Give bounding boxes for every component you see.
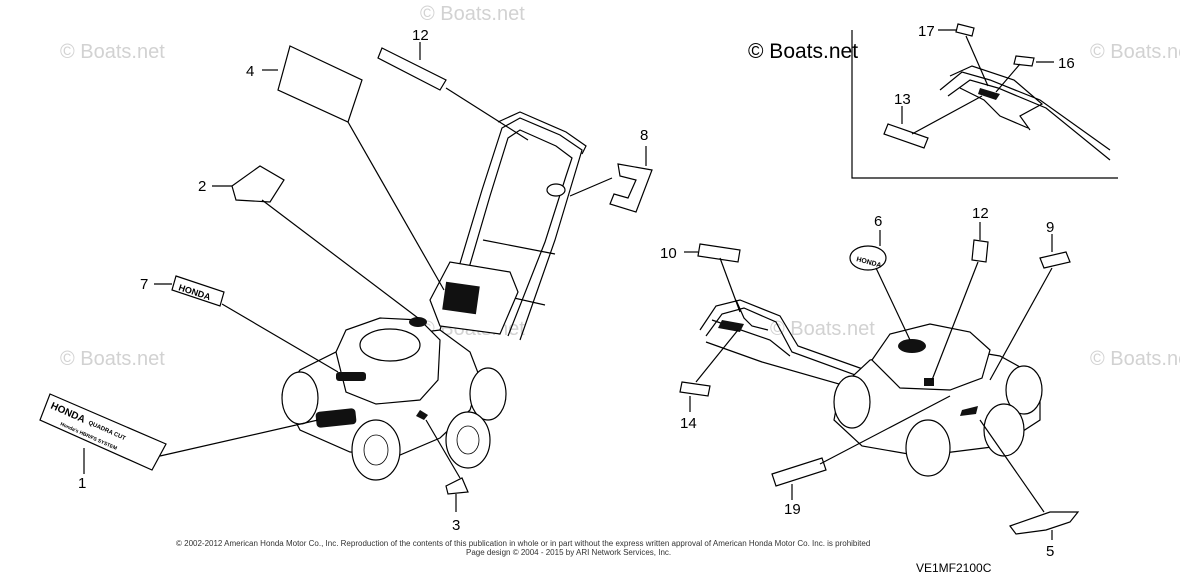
grip-label [546,183,566,197]
watermark-prominent: © Boats.net [748,40,858,63]
label-part-3 [445,477,469,495]
wheel [905,419,951,477]
callout-8: 8 [640,127,648,144]
label-part-4 [277,45,363,123]
leader-line [159,419,319,457]
leader-line [911,95,983,135]
engine-label-block [924,378,934,386]
leader-line [931,261,979,381]
callout-1: 1 [78,475,86,492]
inset-detail: 17 16 13 [851,23,1118,179]
inset-handle [939,65,1111,161]
wheel [983,403,1025,457]
watermark: © Boats.net [1090,348,1180,370]
wheel-rear-left [281,371,319,425]
watermark: © Boats.net [770,318,875,340]
copyright-line: © 2002-2012 American Honda Motor Co., In… [176,539,870,548]
label-part-1 [39,393,167,471]
leader-line [221,303,339,373]
watermark: © Boats.net [1090,41,1180,63]
leader-line [445,87,529,141]
front-label-block [315,408,357,428]
hub [456,425,480,455]
callout-14: 14 [680,415,697,432]
callout-4: 4 [246,63,254,80]
leader-line [425,419,461,479]
left-mower [281,111,587,481]
wheel [833,375,871,429]
leader-line [719,257,741,313]
callout-10: 10 [660,245,677,262]
leader-line [819,395,951,465]
label-part-7 [171,275,225,307]
callout-6: 6 [874,213,882,230]
leader-line [347,121,445,291]
label-part-11 [377,47,447,91]
label-part-6 [849,245,887,271]
inset-label-block [978,88,1000,100]
side-label-block [416,410,428,420]
callout-3: 3 [452,517,460,534]
page-design-line: Page design © 2004 - 2015 by ARI Network… [466,548,671,557]
engine-emblem [898,339,926,353]
label-part-16 [1013,55,1035,67]
leader-line [965,35,989,87]
mower-handle [439,117,583,341]
bag-label-block [442,281,480,315]
leader-line [695,329,739,383]
callout-11: 12 [412,27,429,44]
callout-13: 13 [894,91,911,108]
right-parts: HONDA 6 12 9 10 14 19 5 [660,205,1080,560]
watermark: © Boats.net [420,3,525,25]
handle-grip [497,111,587,155]
leader-line [261,199,419,319]
engine-cap [359,328,421,362]
watermark-group: © Boats.net © Boats.net © Boats.net © Bo… [60,3,1180,370]
left-parts: 4 12 2 8 HONDA 7 HONDA QUADRA CUT Honda'… [39,27,653,534]
label-part-17 [955,23,975,37]
callout-9: 9 [1046,219,1054,236]
wheel [1005,365,1043,415]
hub [363,434,389,466]
label-part-14 [679,381,711,397]
label-part-8 [609,163,653,213]
label-part-5 [1009,511,1080,535]
callout-5: 5 [1046,543,1054,560]
wheel-front-right [445,411,491,469]
callout-2: 2 [198,178,206,195]
label-part-19 [771,457,827,487]
label-part-13 [883,123,929,149]
label-part-10 [697,243,741,263]
wheel-rear-right [469,367,507,421]
leader-line [569,177,613,197]
leader-line [875,267,911,341]
callout-17: 17 [918,23,935,40]
callout-12: 12 [972,205,989,222]
deck-logo-block [336,372,366,381]
label-part-12 [971,239,989,263]
leader-line [979,419,1045,513]
throttle-block [409,317,427,327]
right-mower [699,299,1043,477]
wheel-front-left [351,419,401,481]
right-mower-engine [871,323,991,391]
watermark: © Boats.net [60,348,165,370]
watermark: © Boats.net [60,41,165,63]
leader-line [989,267,1053,381]
leader-line [995,63,1021,93]
inset-frame [851,30,1118,179]
callout-19: 19 [784,501,801,518]
diagram-code: VE1MF2100C [916,561,992,575]
side-label-block [960,406,978,416]
callout-7: 7 [140,276,148,293]
right-mower-handle [699,299,889,391]
label-part-2 [231,165,285,203]
callout-16: 16 [1058,55,1075,72]
handle-label-block [718,320,744,332]
label-part-9 [1039,251,1071,269]
